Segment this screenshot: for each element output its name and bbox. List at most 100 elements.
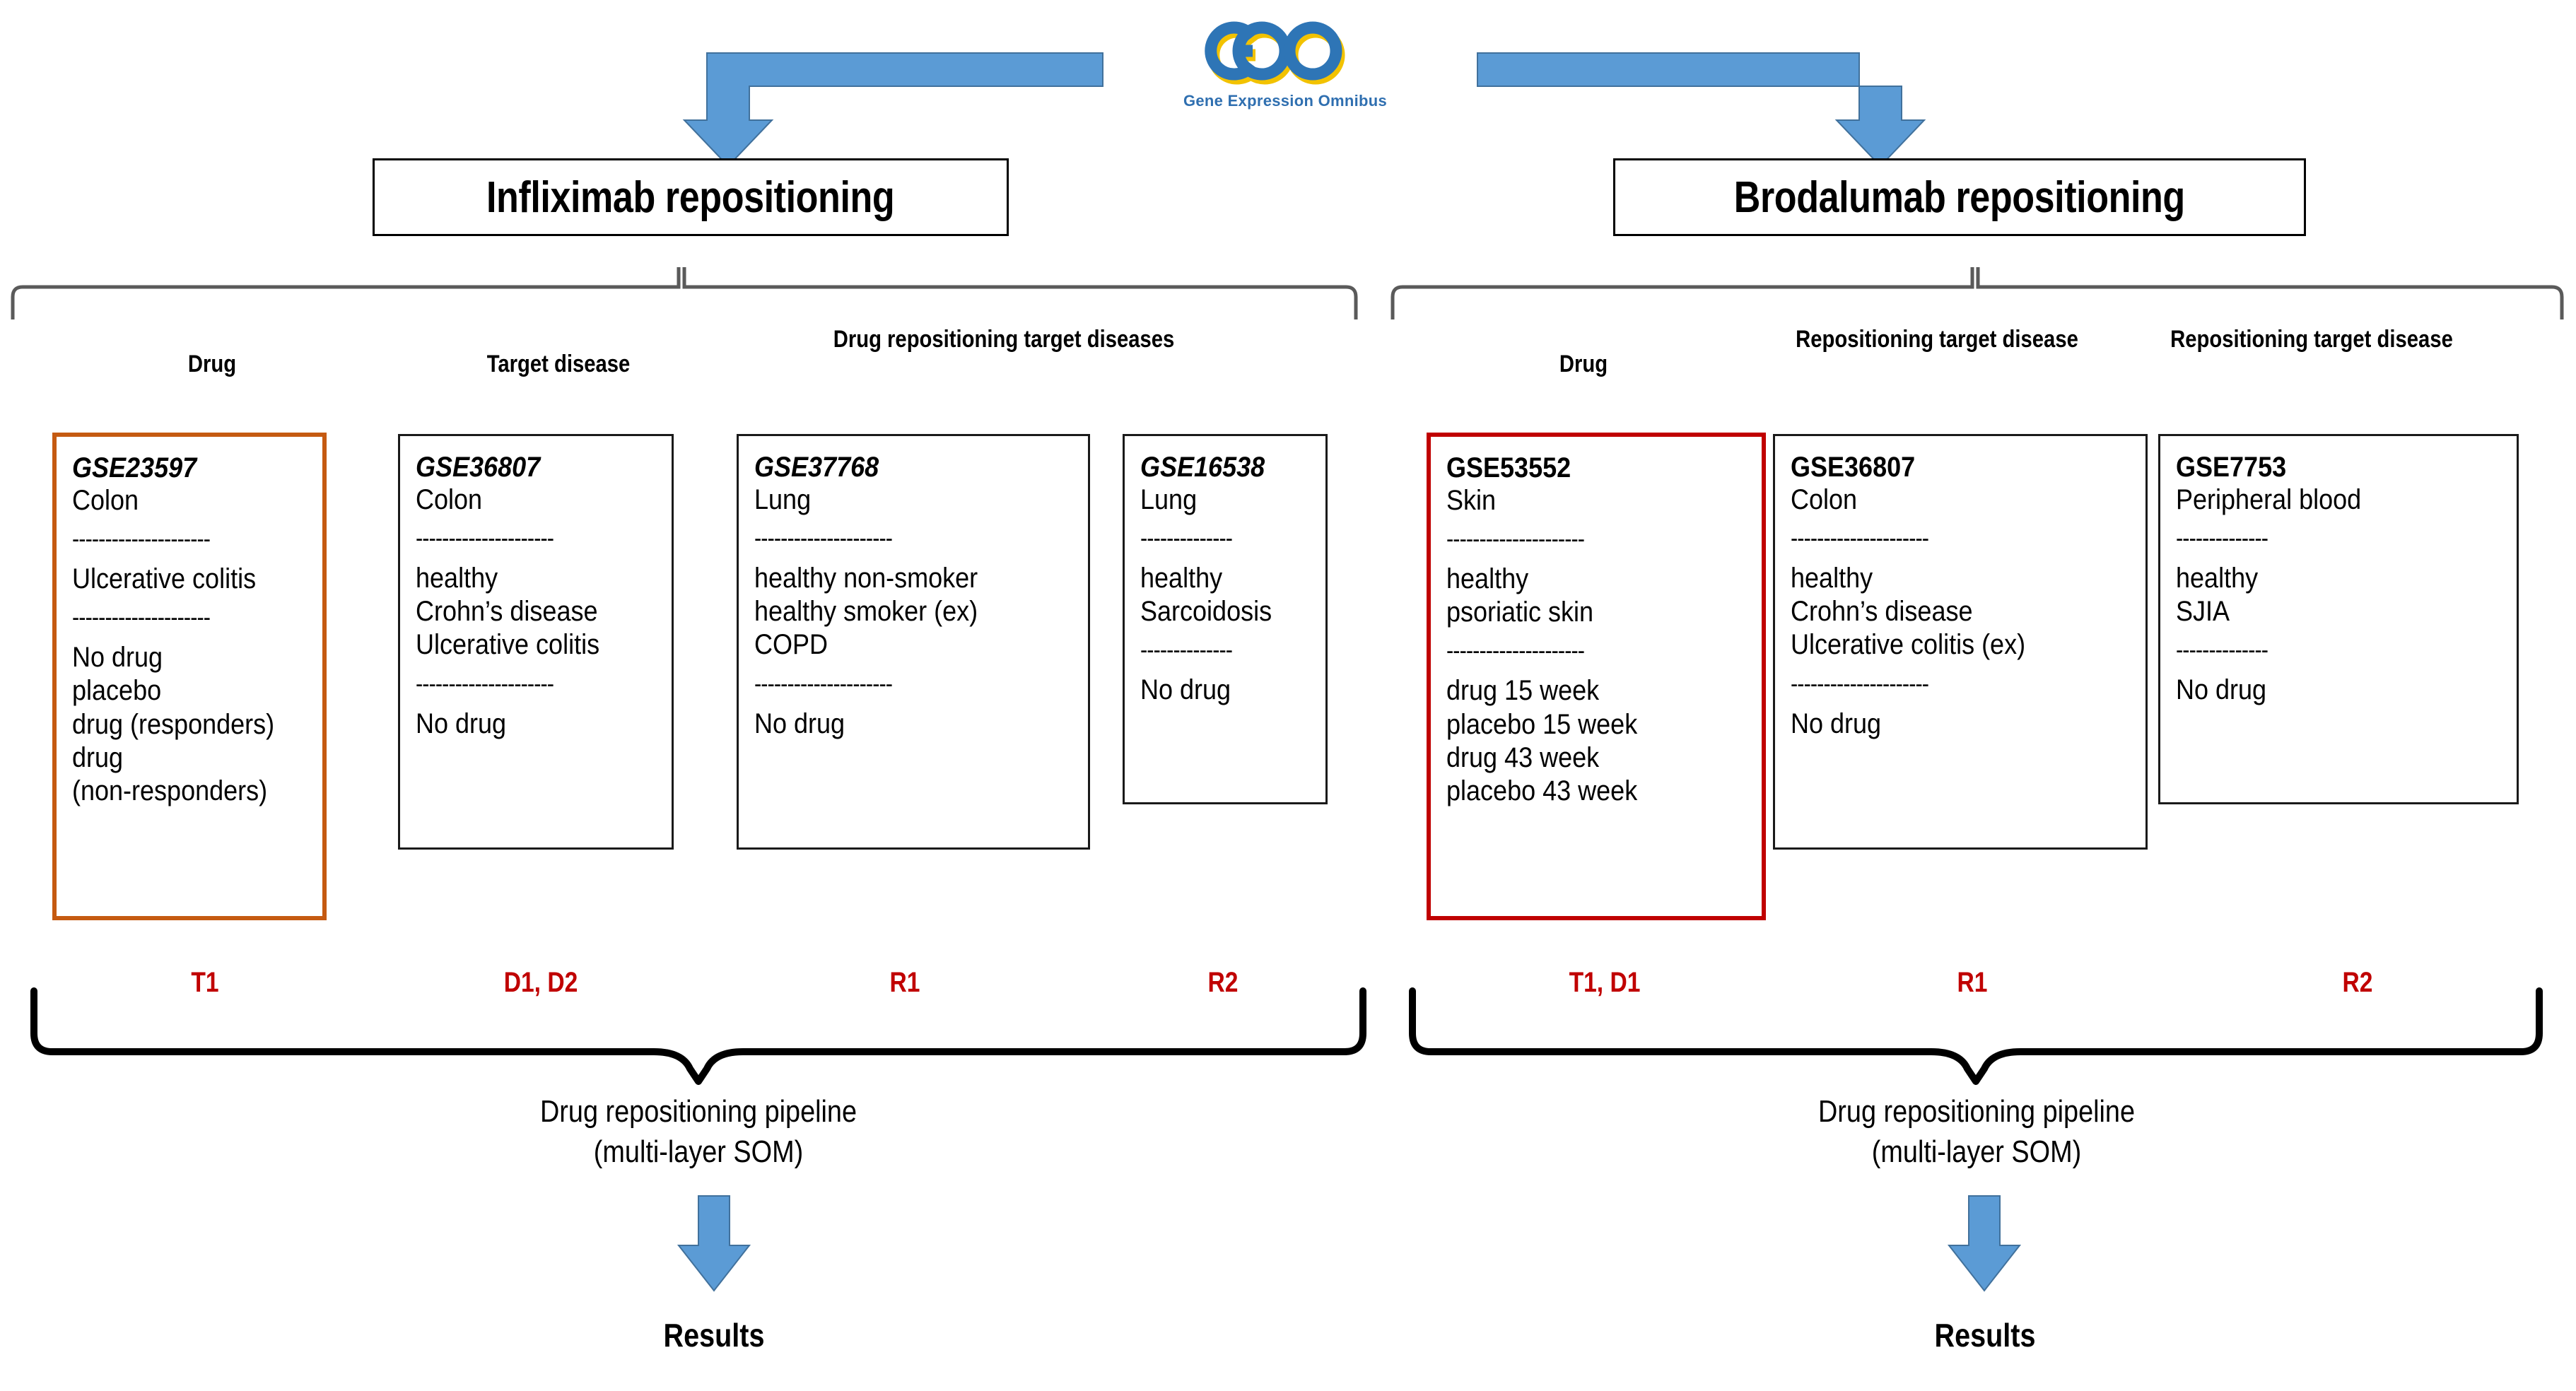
panel-title-text: Infliximab repositioning	[486, 172, 895, 222]
dataset-separator: --------------	[1140, 524, 1233, 552]
stage-label-r2-left: R2	[1207, 967, 1239, 998]
dataset-treatment: No drug	[72, 642, 163, 674]
dataset-condition: healthy	[1446, 563, 1529, 594]
dataset-accession: GSE23597	[72, 452, 197, 483]
dataset-tissue: Colon	[1791, 483, 1858, 515]
dataset-condition: Crohn’s disease	[1791, 596, 1973, 628]
dataset-tissue: Peripheral blood	[2176, 483, 2362, 515]
dataset-tissue: Lung	[754, 483, 812, 515]
dataset-box-gse7753[interactable]: GSE7753 Peripheral blood -------------- …	[2158, 434, 2519, 804]
stage-label-r2-right: R2	[2342, 967, 2373, 998]
column-header-repositioning-targets: Drug repositioning target diseases	[833, 326, 1175, 353]
dataset-treatment: placebo 15 week	[1446, 708, 1638, 740]
dataset-separator: ---------------------	[416, 670, 554, 698]
dataset-accession: GSE53552	[1446, 452, 1571, 483]
dataset-box-gse36807-left[interactable]: GSE36807 Colon --------------------- hea…	[398, 434, 674, 850]
pipeline-line-1: Drug repositioning pipeline	[1817, 1094, 2136, 1129]
geo-logo: Gene Expression Omnibus	[1179, 16, 1391, 122]
dataset-tissue: Lung	[1140, 483, 1198, 515]
left-elbow-arrow-icon	[682, 52, 1103, 168]
dataset-treatment: No drug	[1791, 708, 1882, 739]
dataset-treatment: No drug	[416, 708, 507, 739]
column-header-reposition-target-1: Repositioning target disease	[1796, 326, 2078, 353]
geo-logo-mark	[1205, 21, 1345, 85]
dataset-tissue: Skin	[1446, 484, 1497, 516]
dataset-condition: healthy	[1791, 562, 1873, 594]
dataset-separator: --------------	[2176, 524, 2268, 552]
column-header-target-disease: Target disease	[486, 351, 631, 377]
dataset-treatment: No drug	[2176, 674, 2267, 706]
dataset-box-gse37768[interactable]: GSE37768 Lung --------------------- heal…	[737, 434, 1090, 850]
right-top-brace	[1391, 267, 2564, 319]
dataset-box-gse23597[interactable]: GSE23597 Colon --------------------- Ulc…	[52, 433, 327, 920]
dataset-condition: COPD	[754, 629, 829, 661]
dataset-separator: --------------	[2176, 637, 2268, 664]
results-label-right: Results	[1934, 1317, 2036, 1354]
dataset-condition: healthy non-smoker	[754, 562, 978, 594]
dataset-condition: psoriatic skin	[1446, 597, 1594, 628]
dataset-accession: GSE16538	[1140, 452, 1265, 483]
left-top-brace	[11, 267, 1358, 319]
dataset-condition: healthy	[416, 562, 498, 594]
column-header-drug-right: Drug	[1559, 351, 1608, 377]
dataset-condition: Ulcerative colitis (ex)	[1791, 629, 2026, 661]
pipeline-line-1: Drug repositioning pipeline	[539, 1094, 857, 1129]
dataset-box-gse36807-right[interactable]: GSE36807 Colon --------------------- hea…	[1773, 434, 2148, 850]
dataset-condition: healthy	[2176, 562, 2259, 594]
dataset-separator: ---------------------	[1446, 638, 1585, 665]
right-bottom-brace	[1409, 987, 2543, 1085]
stage-label-t1-d1: T1, D1	[1569, 967, 1641, 998]
dataset-separator: ---------------------	[72, 525, 211, 553]
dataset-treatment: drug	[72, 741, 124, 773]
dataset-separator: ---------------------	[1791, 524, 1929, 552]
column-header-drug-left: Drug	[187, 351, 237, 377]
pipeline-label-right: Drug repositioning pipeline (multi-layer…	[1733, 1091, 2220, 1172]
left-results-arrow-icon	[677, 1195, 751, 1292]
dataset-condition: Crohn’s disease	[416, 596, 598, 628]
dataset-box-gse16538[interactable]: GSE16538 Lung -------------- healthy Sar…	[1123, 434, 1328, 804]
dataset-condition: Ulcerative colitis	[416, 629, 600, 661]
dataset-treatment: No drug	[754, 708, 845, 739]
dataset-accession: GSE37768	[754, 452, 879, 483]
pipeline-line-2: (multi-layer SOM)	[1871, 1134, 2082, 1170]
dataset-treatment: drug 43 week	[1446, 741, 1600, 773]
dataset-condition: Sarcoidosis	[1140, 596, 1272, 628]
dataset-separator: ---------------------	[754, 524, 893, 552]
left-bottom-brace	[30, 987, 1366, 1085]
dataset-treatment: drug 15 week	[1446, 675, 1600, 707]
panel-title-text: Brodalumab repositioning	[1733, 172, 2186, 222]
stage-label-r1-right: R1	[1957, 967, 1988, 998]
dataset-separator: ---------------------	[1791, 670, 1929, 698]
stage-label-r1-left: R1	[889, 967, 920, 998]
dataset-tissue: Colon	[416, 483, 483, 515]
dataset-separator: ---------------------	[1446, 525, 1585, 553]
dataset-treatment: drug (responders)	[72, 708, 275, 740]
dataset-accession: GSE7753	[2176, 452, 2287, 483]
dataset-treatment: (non-responders)	[72, 775, 268, 806]
results-label-left: Results	[663, 1317, 765, 1354]
right-results-arrow-icon	[1947, 1195, 2022, 1292]
dataset-condition: healthy	[1140, 562, 1223, 594]
pipeline-line-2: (multi-layer SOM)	[593, 1134, 804, 1170]
dataset-condition: Ulcerative colitis	[72, 563, 257, 594]
dataset-treatment: No drug	[1140, 674, 1231, 706]
dataset-separator: ---------------------	[754, 670, 893, 698]
stage-label-t1-left: T1	[191, 967, 219, 998]
panel-title-infliximab: Infliximab repositioning	[373, 158, 1009, 236]
pipeline-label-left: Drug repositioning pipeline (multi-layer…	[455, 1091, 942, 1172]
dataset-separator: ---------------------	[416, 524, 554, 552]
geo-logo-caption: Gene Expression Omnibus	[1183, 92, 1388, 110]
panel-title-brodalumab: Brodalumab repositioning	[1613, 158, 2306, 236]
dataset-treatment: placebo	[72, 675, 162, 707]
dataset-accession: GSE36807	[1791, 452, 1916, 483]
stage-label-d1-d2: D1, D2	[503, 967, 578, 998]
dataset-tissue: Colon	[72, 484, 139, 516]
dataset-condition: healthy smoker (ex)	[754, 596, 978, 628]
dataset-separator: ---------------------	[72, 604, 211, 632]
dataset-treatment: placebo 43 week	[1446, 775, 1638, 806]
dataset-separator: --------------	[1140, 637, 1233, 664]
column-header-reposition-target-2: Repositioning target disease	[2170, 326, 2453, 353]
dataset-box-gse53552[interactable]: GSE53552 Skin --------------------- heal…	[1427, 433, 1766, 920]
right-elbow-arrow-icon	[1477, 52, 1926, 168]
dataset-accession: GSE36807	[416, 452, 541, 483]
